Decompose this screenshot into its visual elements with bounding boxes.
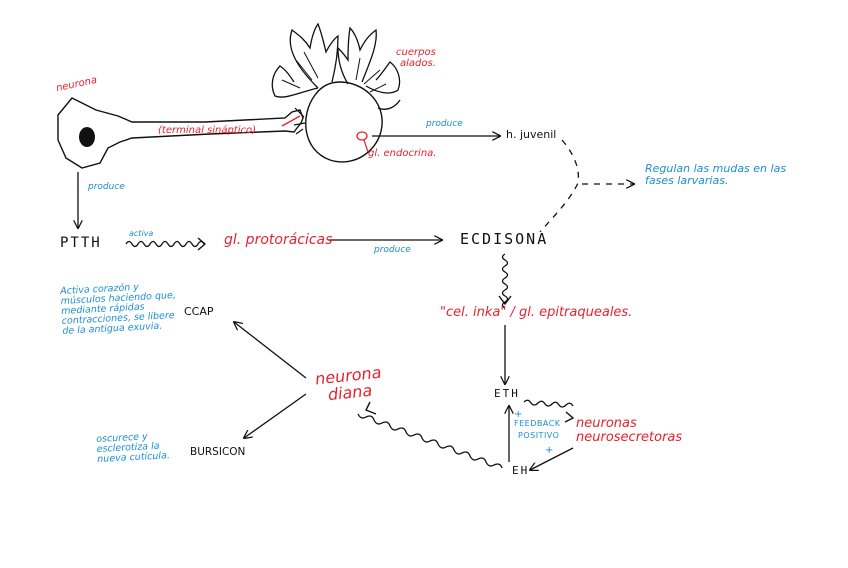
label-activa-corazon: Activa corazón y músculos haciendo que, … <box>59 281 177 337</box>
label-bursicon: BURSICON <box>190 446 246 458</box>
label-cuerpos-alados: cuerpos alados. <box>396 47 436 69</box>
label-gl-endocrina: gl. endocrina. <box>368 148 437 159</box>
label-neuronas-neurosecretoras: neuronas neurosecretoras <box>576 416 683 445</box>
label-cel-inka: "cel. inka" / gl. epitraqueales. <box>440 305 633 320</box>
label-regulan-mudas: Regulan las mudas en las fases larvarias… <box>645 162 787 187</box>
arrow-diana-to-ccap <box>234 322 307 379</box>
label-eh: EH <box>512 464 530 477</box>
wavy-arrow-activa <box>125 240 205 248</box>
arrow-neurosecretoras-to-eh <box>530 447 574 470</box>
neuron-icon <box>57 97 304 169</box>
dashed-link-hormones <box>539 139 580 233</box>
label-produce-ptth: produce <box>88 182 125 192</box>
label-eth: ETH <box>494 387 520 400</box>
label-neurona-diana: neurona diana <box>314 362 383 405</box>
label-oscurece: oscurece y esclerotiza la nueva cutícula… <box>95 431 171 465</box>
brain-glands-icon <box>271 22 401 163</box>
arrow-diana-to-bursicon <box>244 393 307 438</box>
label-terminal-sinaptico: (terminal sináptico) <box>158 125 257 136</box>
label-plus-eh: + <box>545 445 554 456</box>
label-h-juvenil: h. juvenil <box>506 128 557 141</box>
wavy-arrow-eth <box>523 399 574 408</box>
label-feedback-positivo: FEEDBACK POSITIVO <box>514 419 561 441</box>
label-produce-juvenil: produce <box>426 119 463 129</box>
wavy-arrow-eh <box>357 413 503 469</box>
label-ptth: PTTH <box>60 235 102 251</box>
label-produce-ecdisona: produce <box>374 245 411 255</box>
label-gl-protoracicas: gl. protorácicas <box>224 232 333 248</box>
label-ecdisona: ECDISONA <box>460 230 549 248</box>
wavy-arrow-ecdisona <box>501 253 509 309</box>
label-activa: activa <box>129 229 154 238</box>
label-ccap: CCAP <box>184 305 214 318</box>
label-plus-feedback: + <box>514 409 523 420</box>
